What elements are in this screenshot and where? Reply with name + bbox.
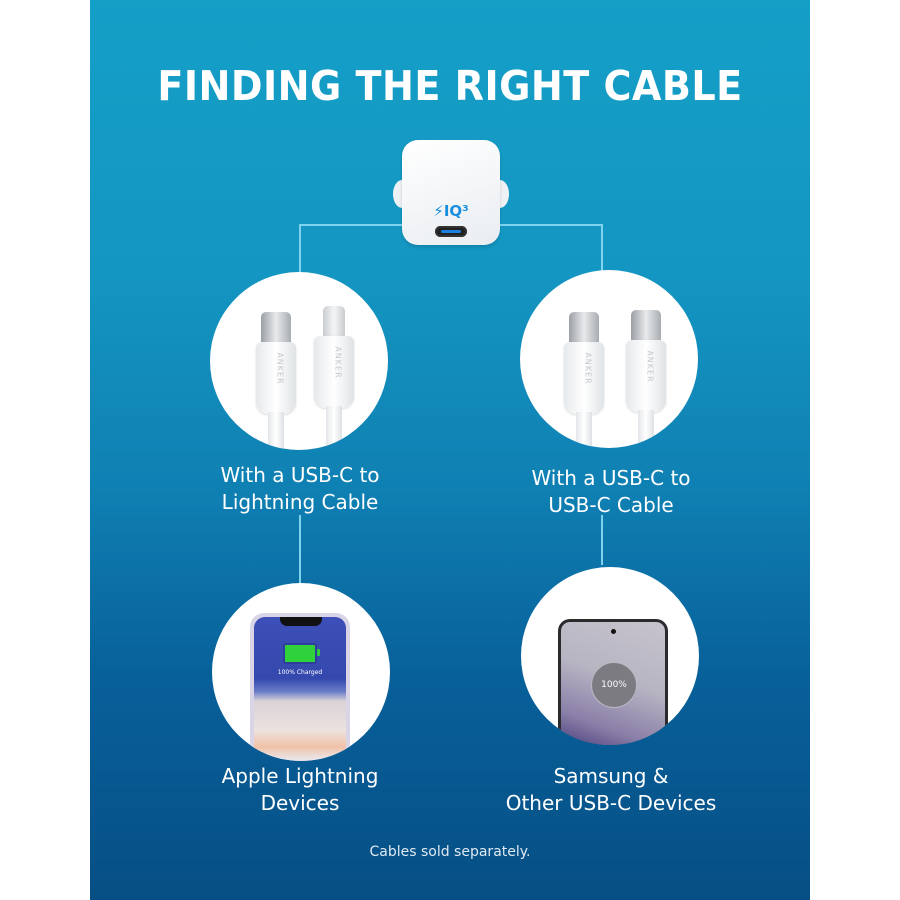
label-line: With a USB-C to (531, 466, 691, 490)
usb-c-cable-image: ANKER ANKER (520, 270, 698, 448)
brand-mark: ANKER (275, 352, 285, 385)
iphone-device: 100% Charged (250, 613, 350, 761)
usb-c-connector-icon: ANKER (626, 310, 666, 448)
page-title: FINDING THE RIGHT CABLE (157, 62, 743, 110)
footnote: Cables sold separately. (369, 844, 531, 860)
charger-body: ⚡IQ³ (402, 140, 500, 245)
lightning-connector-icon: ANKER (314, 306, 354, 450)
usb-c-port-icon (435, 226, 467, 237)
brand-mark: ANKER (645, 350, 655, 383)
usb-c-connector-icon: ANKER (256, 312, 296, 450)
charger-image: ⚡IQ³ (393, 140, 509, 245)
iphone-image: 100% Charged (212, 583, 390, 761)
label-line: Devices (260, 791, 340, 815)
battery-icon (283, 643, 320, 664)
connector-line-right-upper (601, 224, 603, 274)
label-line: Other USB-C Devices (505, 791, 717, 815)
connector-line-left-upper (299, 224, 301, 274)
device-label-apple: Apple Lightning Devices (150, 763, 450, 817)
samsung-phone-image: 100% (521, 567, 699, 745)
usb-c-connector-icon: ANKER (564, 312, 604, 448)
brand-mark: ANKER (583, 352, 593, 385)
cable-label-usb-c: With a USB-C to USB-C Cable (461, 465, 761, 519)
charged-text: 100% Charged (277, 669, 323, 676)
label-line: Apple Lightning (221, 764, 379, 788)
label-line: With a USB-C to (220, 463, 380, 487)
camera-icon (610, 629, 616, 634)
connector-line-left-lower (299, 515, 301, 585)
charge-ring: 100% (591, 662, 637, 708)
connector-line-right-lower (601, 515, 603, 565)
label-line: Samsung & (553, 764, 669, 788)
cable-label-lightning: With a USB-C to Lightning Cable (150, 462, 450, 516)
brand-mark: ANKER (333, 346, 343, 379)
label-line: Lightning Cable (221, 490, 379, 514)
notch (280, 617, 322, 626)
lightning-cable-image: ANKER ANKER (210, 272, 388, 450)
label-line: USB-C Cable (548, 493, 674, 517)
device-label-samsung: Samsung & Other USB-C Devices (461, 763, 761, 817)
samsung-device: 100% (558, 619, 668, 745)
iq-logo: ⚡IQ³ (433, 202, 469, 220)
